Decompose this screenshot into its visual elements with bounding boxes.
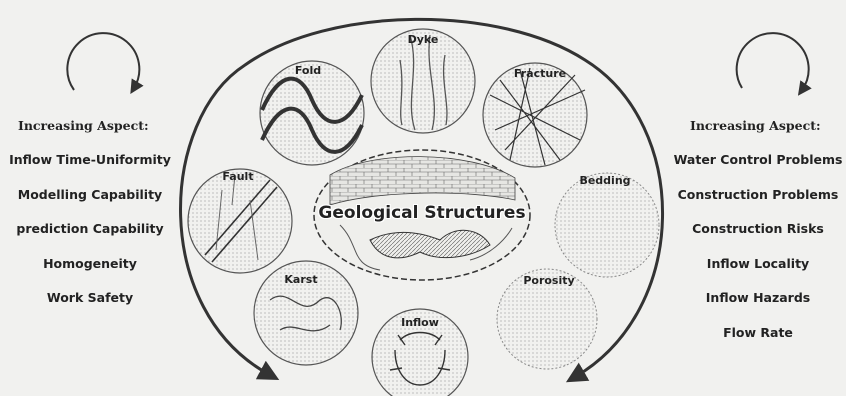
fault-node — [188, 169, 292, 273]
left-panel-title: Increasing Aspect: — [18, 118, 146, 133]
bedding-node — [555, 173, 659, 277]
inflow-label: Inflow — [401, 316, 439, 329]
fault-label: Fault — [222, 170, 253, 183]
left-cycle-arrow — [67, 33, 139, 90]
left-panel-list: Inflow Time-Uniformity Modelling Capabil… — [2, 143, 178, 316]
porosity-label: Porosity — [523, 274, 574, 287]
right-cycle-arrow — [737, 33, 809, 90]
right-panel-title: Increasing Aspect: — [690, 118, 818, 133]
left-list-item: Work Safety — [2, 281, 178, 316]
left-list-item: Inflow Time-Uniformity — [2, 143, 178, 178]
karst-label: Karst — [284, 273, 317, 286]
left-list-item: prediction Capability — [2, 212, 178, 247]
dyke-label: Dyke — [408, 33, 439, 46]
fracture-label: Fracture — [514, 67, 566, 80]
center-label: Geological Structures — [318, 203, 525, 223]
right-list-item: Inflow Hazards — [670, 281, 846, 316]
right-list-item: Flow Rate — [670, 316, 846, 351]
fold-label: Fold — [295, 64, 321, 77]
bedding-label: Bedding — [579, 174, 630, 187]
right-list-item: Water Control Problems — [670, 143, 846, 178]
right-list-item: Construction Risks — [670, 212, 846, 247]
right-list-item: Construction Problems — [670, 178, 846, 213]
left-list-item: Modelling Capability — [2, 178, 178, 213]
right-panel-list: Water Control Problems Construction Prob… — [670, 143, 846, 350]
left-list-item: Homogeneity — [2, 247, 178, 282]
right-list-item: Inflow Locality — [670, 247, 846, 282]
